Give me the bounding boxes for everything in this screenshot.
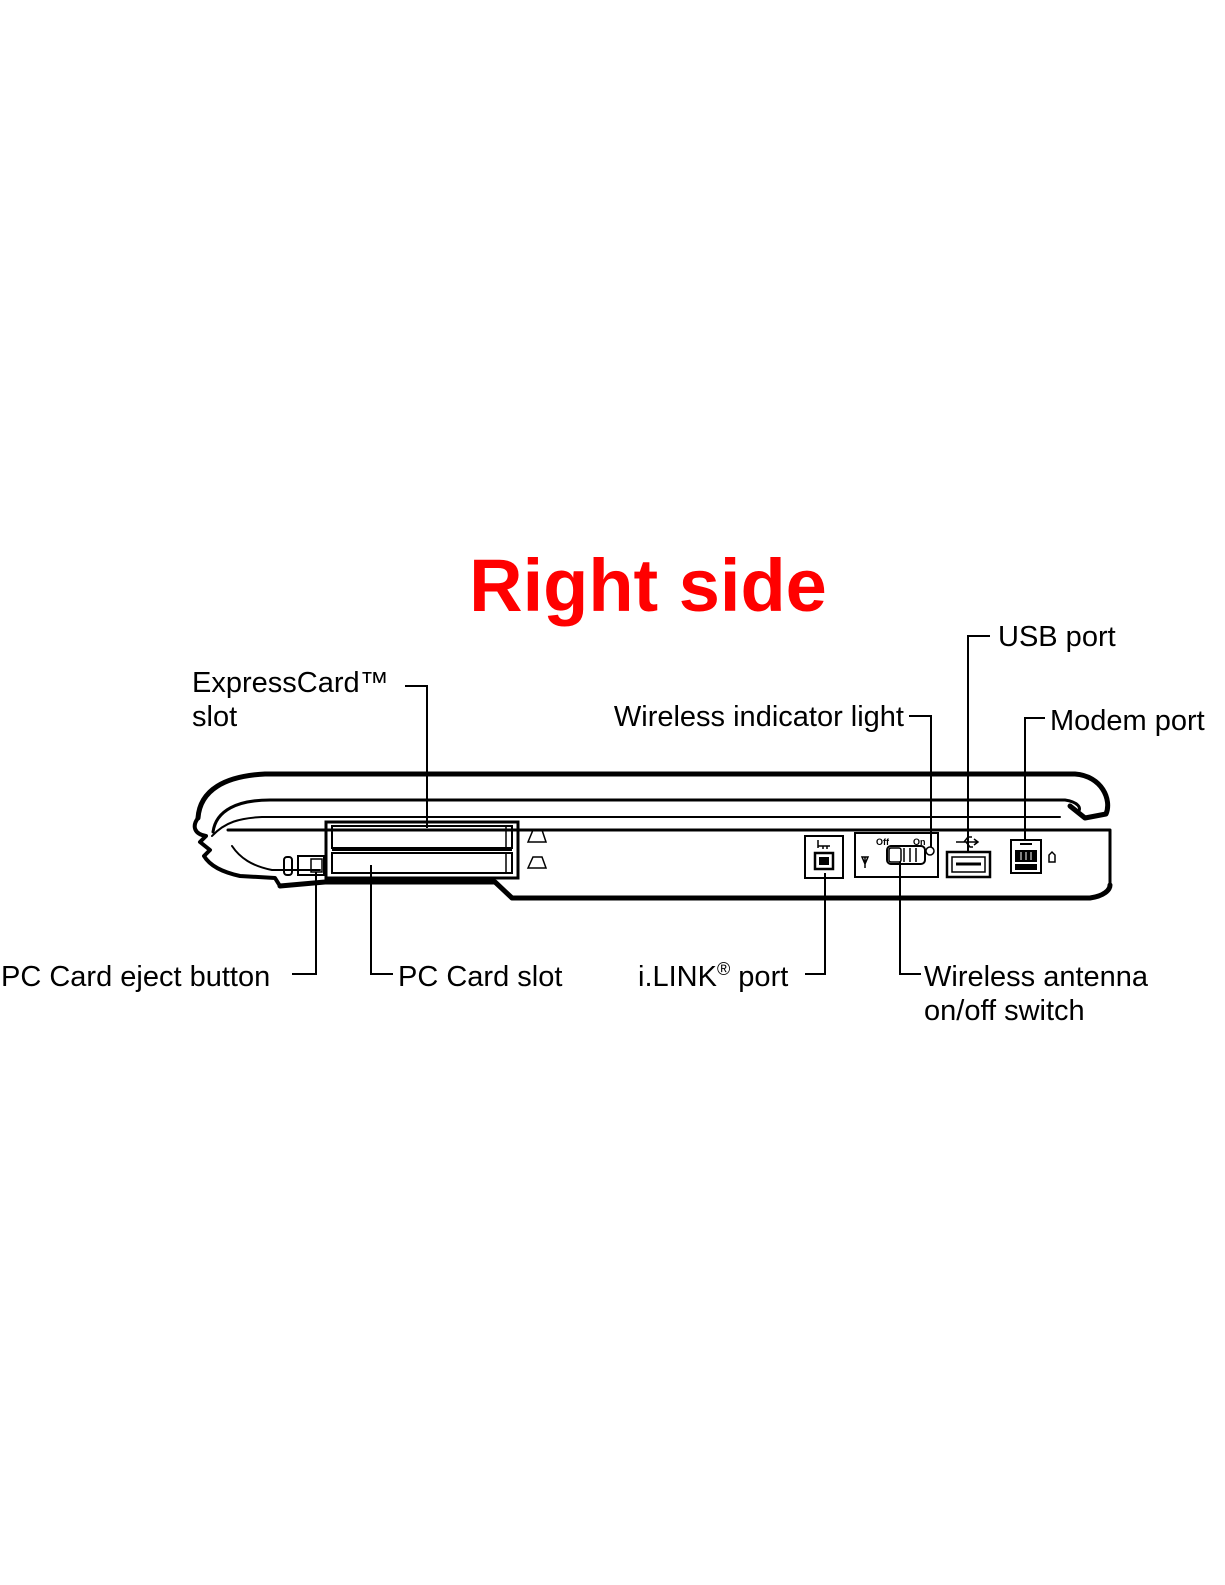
expresscard-slot-label: ExpressCard™ — [192, 667, 389, 699]
wireless-antenna-switch-label-line2: on/off switch — [924, 995, 1085, 1027]
ilink-registered-mark: ® — [717, 959, 730, 979]
expresscard-slot-label-line2: slot — [192, 701, 237, 733]
wireless-antenna-switch-label: Wireless antenna — [924, 961, 1149, 993]
pc-card-slot-label: PC Card slot — [398, 961, 562, 993]
ilink-port — [805, 836, 843, 878]
ilink-port-label: i.LINK® port — [638, 959, 788, 993]
ilink-port-label-main: i.LINK — [638, 961, 718, 993]
modem-port-label: Modem port — [1050, 705, 1205, 737]
usb-port-label: USB port — [998, 621, 1116, 653]
usb-port — [947, 852, 990, 877]
pc-card-eject-button-label: PC Card eject button — [1, 961, 270, 993]
wireless-indicator-light — [926, 847, 934, 855]
ilink-port-label-suffix: port — [730, 961, 788, 993]
card-slot-icon — [528, 830, 546, 868]
pc-card-eject-button — [284, 856, 324, 875]
modem-port — [1011, 840, 1041, 873]
wireless-indicator-light-label: Wireless indicator light — [614, 701, 904, 733]
switch-off-label: Off — [876, 837, 890, 847]
wireless-switch-panel — [855, 833, 938, 877]
switch-on-label: On — [913, 837, 926, 847]
diagram-title: Right side — [469, 544, 827, 627]
phone-icon — [1049, 852, 1055, 862]
leader-lines — [292, 636, 1045, 974]
